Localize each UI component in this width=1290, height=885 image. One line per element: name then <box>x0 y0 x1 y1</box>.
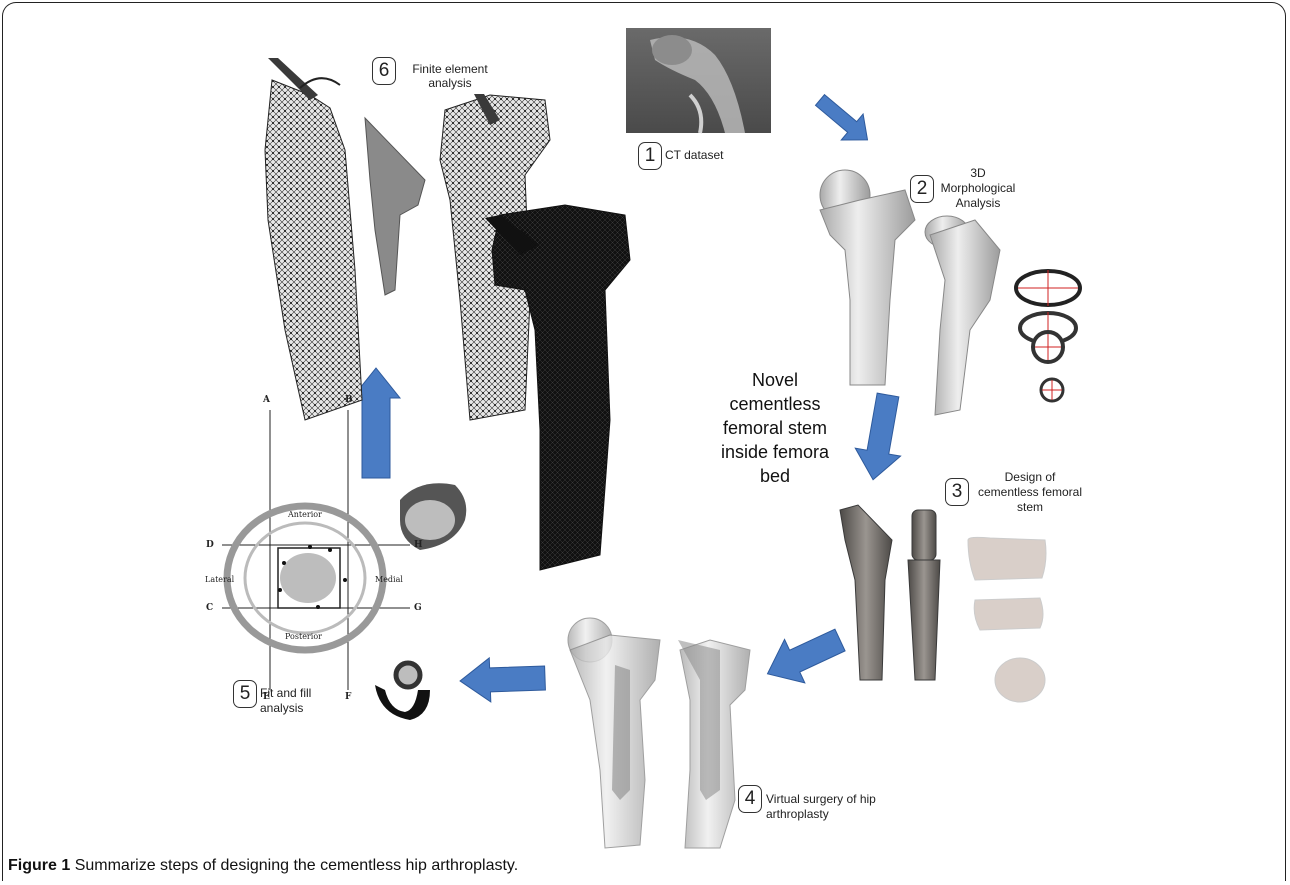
label-f: F <box>345 692 351 702</box>
stem-frontal <box>908 510 940 680</box>
caption-prefix: Figure 1 <box>8 857 70 874</box>
step-4-number: 4 <box>738 785 762 813</box>
ct-image <box>626 28 771 133</box>
label-a: A <box>263 395 270 405</box>
step-2-label: 3D Morphological Analysis <box>938 166 1018 211</box>
arrow-1-to-2 <box>809 87 878 153</box>
step-6-label: Finite element analysis <box>400 62 500 90</box>
fea-stem-small <box>365 118 425 295</box>
arrow-4-to-5 <box>459 656 545 703</box>
section-3d-bottom <box>375 663 430 720</box>
label-b: B <box>345 395 353 405</box>
morph-femur-1 <box>820 170 915 385</box>
label-g: G <box>414 603 422 613</box>
center-label: Novel cementless femoral stem inside fem… <box>715 368 835 488</box>
step-5-label: Fit and fill analysis <box>260 686 340 716</box>
stem-lateral <box>840 505 892 680</box>
label-d: D <box>206 540 214 550</box>
surgery-femur-1 <box>568 618 660 848</box>
step-5-number: 5 <box>233 680 257 708</box>
surgery-femur-2 <box>678 640 750 848</box>
label-h: H <box>414 540 423 550</box>
figure-caption: Figure 1 Summarize steps of designing th… <box>8 857 518 875</box>
section-3d-top <box>400 483 466 550</box>
arrow-2-to-3 <box>850 391 910 484</box>
label-posterior: Posterior <box>285 632 322 641</box>
step-2-number: 2 <box>910 175 934 203</box>
cross-sections <box>1016 270 1080 401</box>
label-anterior: Anterior <box>288 510 322 519</box>
caption-text: Summarize steps of designing the cementl… <box>75 857 518 874</box>
step-4-label: Virtual surgery of hip arthroplasty <box>766 792 886 822</box>
stem-sections <box>968 537 1046 702</box>
label-medial: Medial <box>375 575 403 584</box>
arrow-3-to-4 <box>757 618 850 695</box>
step-3-number: 3 <box>945 478 969 506</box>
step-6-number: 6 <box>372 57 396 85</box>
step-3-label: Design of cementless femoral stem <box>975 470 1085 515</box>
fea-femur-left <box>265 58 362 420</box>
label-lateral: Lateral <box>205 575 234 584</box>
label-c: C <box>206 603 213 613</box>
step-1-label: CT dataset <box>665 148 723 162</box>
morph-femur-2 <box>925 216 1000 415</box>
step-1-number: 1 <box>638 142 662 170</box>
